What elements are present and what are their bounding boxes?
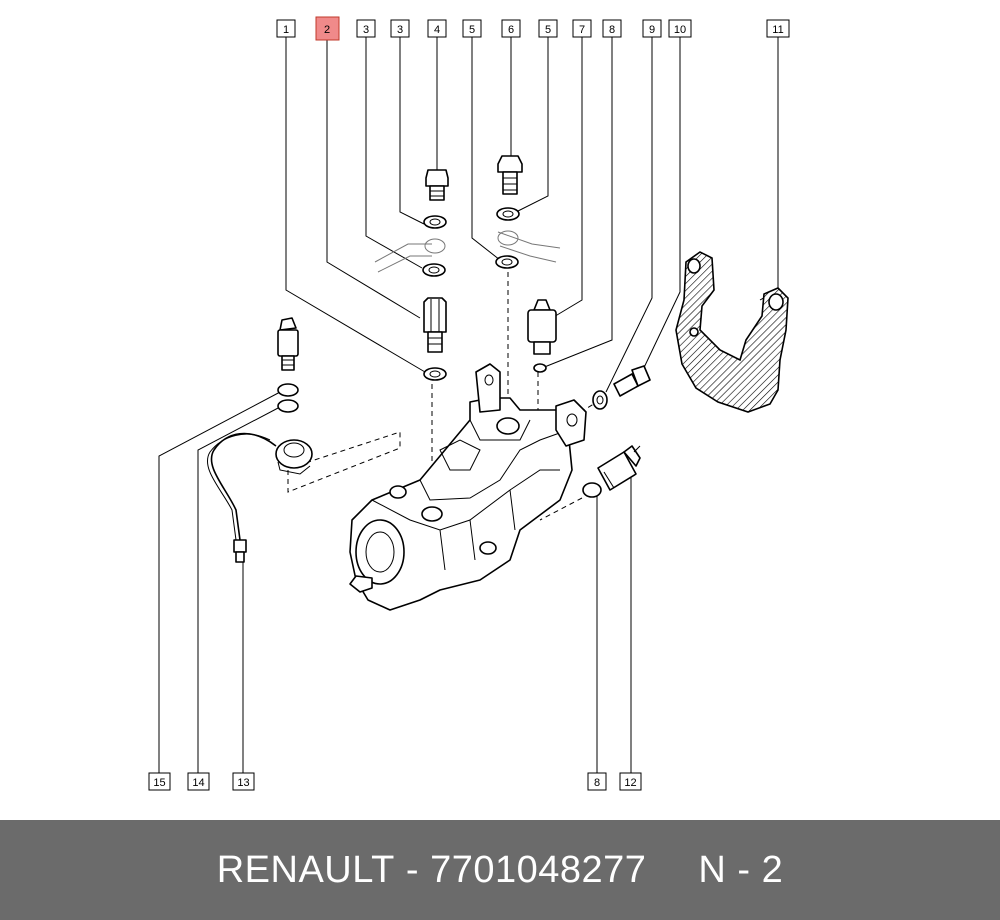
part-7-stop-solenoid: [527, 299, 557, 355]
svg-text:13: 13: [237, 777, 249, 789]
svg-text:14: 14: [192, 777, 204, 789]
callout-labels: 1 2 3 3 4 5 6 5: [148, 16, 790, 791]
svg-text:2: 2: [324, 24, 330, 36]
leader-15: [158, 390, 283, 773]
svg-text:11: 11: [772, 24, 783, 36]
part-8-oring-bottom: [582, 482, 602, 498]
svg-text:9: 9: [649, 24, 655, 36]
injection-pump-body: [349, 363, 587, 611]
part-15-oring: [277, 383, 299, 397]
svg-text:5: 5: [545, 24, 551, 36]
part-4-banjo-bolt: [425, 169, 449, 201]
part-6-banjo-bolt: [497, 155, 523, 195]
footer-position: N - 2: [698, 848, 784, 891]
part-10-plug-screw: [613, 365, 651, 397]
callout-13: 13: [232, 772, 255, 791]
part-5-washers: [495, 207, 520, 269]
leader-8a: [541, 37, 613, 369]
part-9-washer: [592, 390, 608, 410]
leader-9: [605, 37, 653, 393]
part-13-pipe-assembly: [207, 432, 313, 563]
callout-5a: 5: [462, 19, 482, 38]
callout-14: 14: [187, 772, 210, 791]
leader-2: [326, 40, 421, 319]
svg-text:8: 8: [609, 24, 615, 36]
leader-11: [759, 37, 779, 301]
leader-lines: [158, 37, 779, 773]
svg-text:3: 3: [397, 24, 403, 36]
callout-15: 15: [148, 772, 171, 791]
svg-text:10: 10: [674, 24, 686, 36]
leader-7: [551, 37, 583, 319]
part-12-sensor: [597, 445, 641, 491]
leader-3b: [399, 37, 425, 225]
part-2-hex-union: [423, 297, 447, 353]
left-sensor-fitting: [277, 317, 299, 371]
part-1-washer: [423, 367, 447, 381]
svg-text:15: 15: [153, 777, 165, 789]
ghost-fuel-lines: [374, 230, 561, 273]
callout-5b: 5: [538, 19, 558, 38]
callout-8b: 8: [587, 772, 607, 791]
callout-10: 10: [668, 19, 692, 38]
callout-6: 6: [501, 19, 521, 38]
svg-text:7: 7: [579, 24, 585, 36]
callout-7: 7: [572, 19, 592, 38]
callout-3b: 3: [390, 19, 410, 38]
svg-text:3: 3: [363, 24, 369, 36]
footer-brand: RENAULT: [216, 848, 395, 891]
callout-12: 12: [619, 772, 642, 791]
part-8-oring-top: [533, 363, 547, 373]
callout-11: 11: [766, 19, 790, 38]
callout-2-highlighted: 2: [315, 16, 340, 41]
svg-text:8: 8: [594, 777, 600, 789]
svg-text:12: 12: [624, 777, 636, 789]
footer-part-number: 7701048277: [430, 848, 647, 891]
callout-3a: 3: [356, 19, 376, 38]
leader-5b: [515, 37, 549, 213]
callout-9: 9: [642, 19, 662, 38]
footer-separator: -: [394, 848, 431, 891]
leader-1: [285, 37, 426, 373]
callout-8a: 8: [602, 19, 622, 38]
part-11-bracket: [675, 251, 789, 413]
leader-3a: [365, 37, 423, 269]
svg-text:6: 6: [508, 24, 514, 36]
leader-5a: [471, 37, 501, 261]
leader-14: [197, 406, 281, 773]
part-3-washers: [422, 215, 447, 277]
leader-10: [639, 37, 681, 377]
callout-4: 4: [427, 19, 447, 38]
svg-text:5: 5: [469, 24, 475, 36]
part-14-oring: [277, 399, 299, 413]
callout-1: 1: [276, 19, 296, 38]
svg-text:1: 1: [283, 24, 289, 36]
footer-banner: RENAULT - 7701048277 N - 2: [0, 820, 1000, 920]
svg-text:4: 4: [434, 24, 440, 36]
exploded-parts-diagram: 1 2 3 3 4 5 6 5: [148, 16, 790, 791]
